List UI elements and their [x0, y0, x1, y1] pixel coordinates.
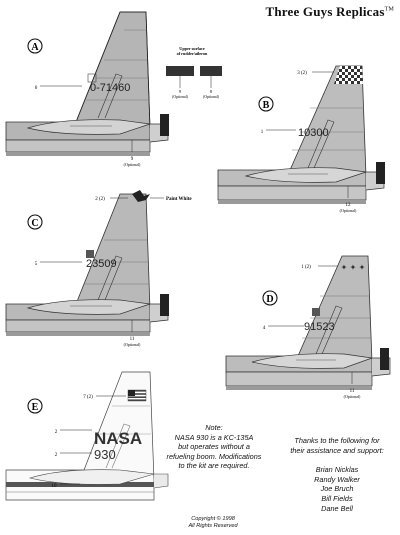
note-line: NASA 930 is a KC-135A [174, 432, 254, 442]
tail-e-callout-a: 2 [55, 430, 58, 435]
tail-b-serial: 10300 [298, 127, 329, 139]
nasa-note: Note: NASA 930 is a KC-135A but operates… [158, 423, 270, 471]
rudder-note-line1: Upper surface [179, 46, 205, 51]
tail-a-callout-main: 6 [35, 86, 38, 91]
rudder-note-line2: of rudder/aileron [177, 51, 208, 56]
acknowledgements: Thanks to the following for their assist… [278, 436, 396, 513]
tail-e-letter: E [32, 402, 39, 413]
tail-d-letter: D [266, 294, 273, 305]
brand-title: Three Guys ReplicasTM [265, 4, 394, 19]
tail-a-letter: A [31, 42, 39, 53]
tail-e-serial: 930 [94, 447, 116, 462]
tail-c-paint-note: Paint White [166, 197, 192, 202]
tail-c-badge [27, 214, 43, 230]
svg-text:✦: ✦ [350, 263, 357, 272]
thanks-line: Thanks to the following for [294, 436, 380, 445]
tail-c-callout-main: 5 [35, 262, 38, 267]
tail-d-badge [262, 290, 278, 306]
tail-b-letter: B [263, 100, 270, 111]
tail-e [5, 371, 169, 501]
thanks-name: Bill Fields [321, 493, 353, 503]
note-line: to the kit are required. [178, 461, 250, 471]
svg-text:✦: ✦ [341, 263, 348, 272]
tail-e-callout-c: 10 [52, 484, 58, 489]
tail-b-callout-bottom-sub: (Optional) [340, 208, 357, 213]
tail-e-badge [27, 398, 43, 414]
tail-a-callout-bottom: 9 [131, 157, 134, 162]
tail-c-callout-top: 2 (2) [95, 197, 105, 202]
rudder-surface-panels [166, 66, 222, 88]
thanks-name: Joe Bruch [320, 484, 354, 494]
tail-a-callout-bottom-sub: (Optional) [124, 162, 141, 167]
tail-d-stars: ✦ ✦ ✦ [341, 263, 366, 272]
tail-a [5, 11, 169, 156]
note-line: refueling boom. Modifications [166, 451, 262, 461]
tail-c-callout-bottom-sub: (Optional) [124, 342, 141, 347]
tail-d-callout-main: 4 [263, 326, 266, 331]
tail-a-badge [27, 38, 43, 54]
tail-b [217, 65, 385, 204]
nasa-logo: NASA [94, 429, 142, 448]
svg-text:✦: ✦ [359, 263, 366, 272]
tail-a-serial: 0-71460 [90, 82, 130, 94]
tail-c-callout-bottom: 11 [130, 337, 135, 342]
rudder-opt-b: 8 [210, 89, 213, 94]
tail-b-callout-bottom: 12 [346, 203, 352, 208]
tail-b-callout-top: 3 (2) [297, 71, 307, 76]
thanks-name: Dane Bell [321, 503, 353, 513]
copyright: Copyright © 1998 All Rights Reserved [188, 516, 238, 529]
note-title: Note: [205, 423, 223, 432]
thanks-name: Brian Nicklas [315, 465, 359, 475]
tail-b-callout-main: 1 [261, 130, 264, 135]
tail-e-callout-b: 2 [55, 453, 58, 458]
rudder-opt-b-sub: (Optional) [203, 95, 220, 99]
thanks-name: Randy Walker [314, 474, 360, 484]
tail-d-callout-bottom: 11 [350, 389, 355, 394]
tail-d-callout-bottom-sub: (Optional) [344, 394, 361, 399]
rudder-opt-a-sub: (Optional) [172, 95, 189, 99]
tail-b-badge [258, 96, 274, 112]
tail-c-letter: C [31, 218, 38, 229]
tail-c-serial: 23509 [86, 258, 117, 270]
tail-d [225, 255, 391, 390]
tail-e-callout-top: 7 (2) [83, 395, 93, 400]
tail-d-callout-top: 1 (2) [301, 265, 311, 270]
thanks-line: their assistance and support: [290, 445, 384, 455]
tail-c [5, 190, 169, 336]
tail-d-serial: 91523 [304, 321, 335, 333]
rudder-opt-a: 9 [179, 89, 182, 94]
note-line: but operates without a [178, 442, 250, 452]
us-flag [127, 389, 147, 402]
